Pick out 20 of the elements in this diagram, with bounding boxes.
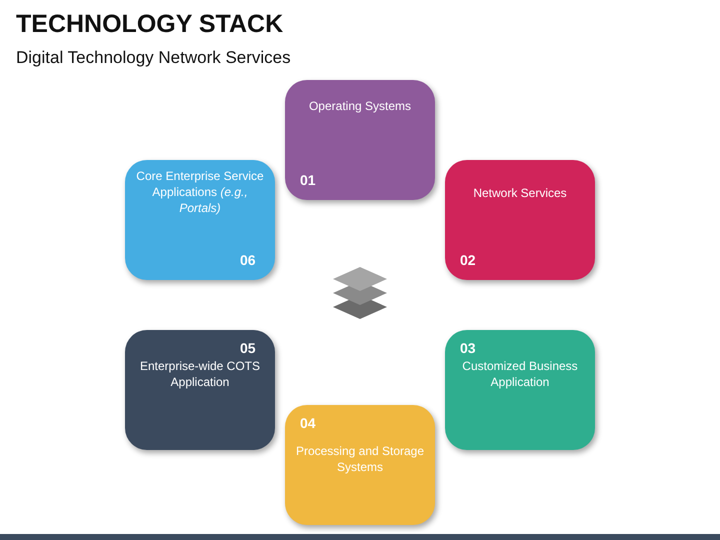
subtitle: Digital Technology Network Services bbox=[16, 48, 291, 68]
arrow-segment-card bbox=[445, 160, 595, 280]
step-number: 03 bbox=[460, 340, 476, 356]
segment-title: Enterprise-wide COTS Application bbox=[138, 358, 262, 390]
segment-title: Core Enterprise Service Applications (e.g., Portals) bbox=[135, 168, 265, 217]
arrow-segment-card bbox=[445, 330, 595, 450]
arrow-segment-card bbox=[125, 160, 275, 280]
arrow-segment-card bbox=[285, 405, 435, 525]
step-number: 06 bbox=[240, 252, 256, 268]
step-number: 05 bbox=[240, 340, 256, 356]
step-number: 01 bbox=[300, 172, 316, 188]
segment-title: Processing and Storage Systems bbox=[295, 443, 425, 476]
arrow-segment-card bbox=[125, 330, 275, 450]
arrow-segment-card bbox=[285, 80, 435, 200]
segment-title: Network Services bbox=[472, 185, 568, 202]
title: TECHNOLOGY STACK bbox=[16, 10, 284, 39]
segment-title: Operating Systems bbox=[308, 98, 412, 114]
step-number: 02 bbox=[460, 252, 476, 268]
step-number: 04 bbox=[300, 415, 316, 431]
segment-title: Customized Business Application bbox=[461, 358, 579, 390]
